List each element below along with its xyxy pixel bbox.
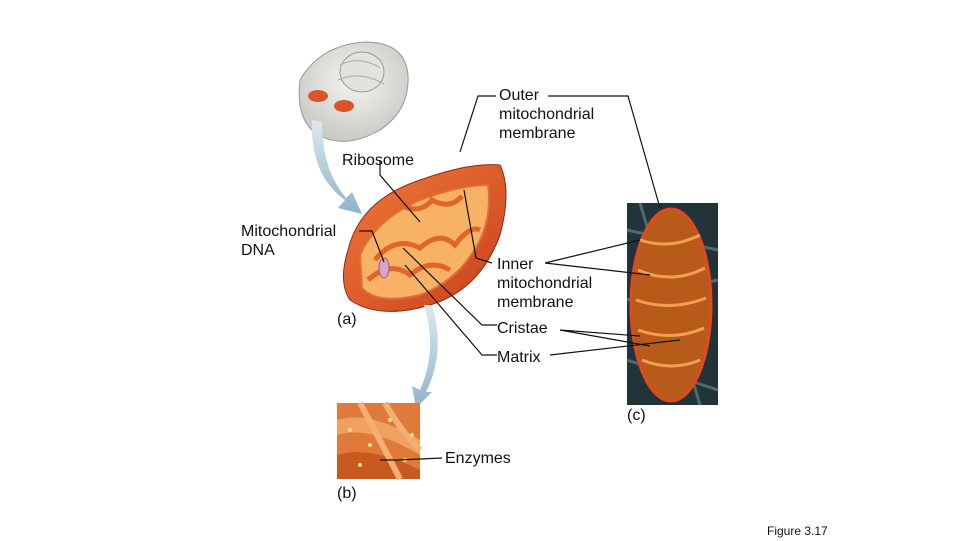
zoom-arrow <box>412 305 438 408</box>
mitochondrial-dna-label: Mitochondrial DNA <box>241 223 337 259</box>
outer-membrane-label: Outer mitochondrial membrane <box>499 87 595 142</box>
figure-caption: Figure 3.17 <box>767 524 828 538</box>
panel-a-label: (a) <box>337 311 357 328</box>
micrograph <box>626 202 719 406</box>
enzyme-closeup <box>337 401 423 481</box>
leader-lines <box>359 95 681 461</box>
panel-c-label: (c) <box>627 407 646 424</box>
matrix-label: Matrix <box>497 349 541 366</box>
inner-membrane-label: Inner mitochondrial membrane <box>497 256 593 311</box>
ribosome-label: Ribosome <box>342 152 415 169</box>
enzymes-label: Enzymes <box>445 450 511 467</box>
cell-mitochondrion <box>308 90 328 102</box>
mitochondrion-cutaway <box>343 164 507 312</box>
cristae-label: Cristae <box>497 320 548 337</box>
zoom-arrow <box>311 120 362 214</box>
cell-mitochondrion <box>334 100 354 112</box>
cell-illustration <box>298 41 409 142</box>
mito-dna-shape <box>378 257 390 279</box>
panel-b-label: (b) <box>337 485 357 502</box>
